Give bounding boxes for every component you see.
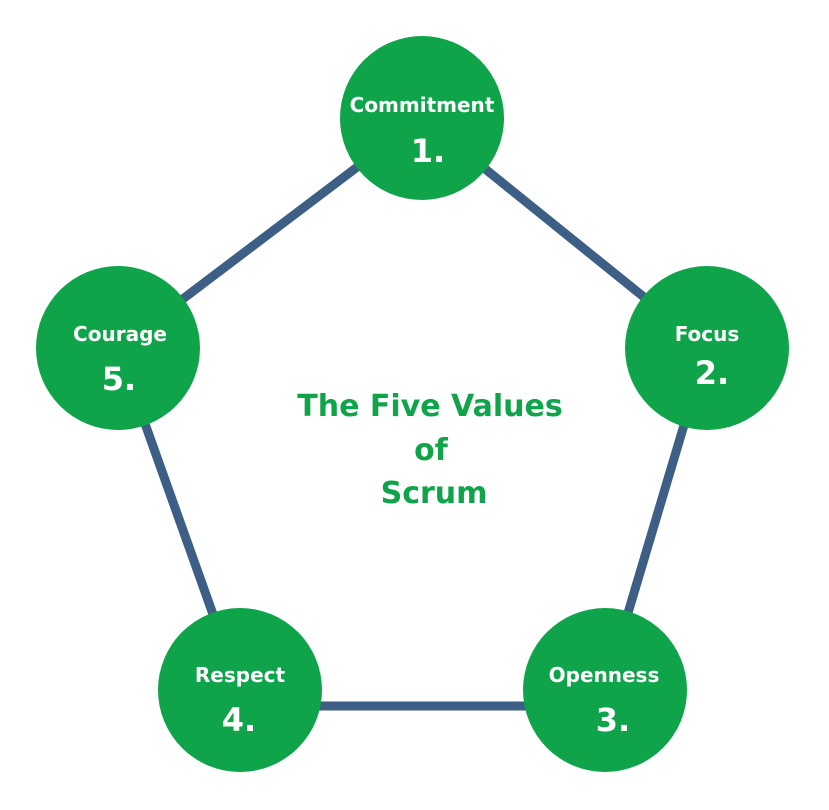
node-label: Openness bbox=[549, 663, 660, 687]
value-node-respect: Respect 4. bbox=[158, 608, 322, 772]
node-circle bbox=[340, 36, 504, 200]
title-line: Scrum bbox=[381, 476, 488, 511]
value-node-openness: Openness 3. bbox=[523, 608, 687, 772]
node-label: Respect bbox=[195, 663, 286, 687]
diagram-title: The Five Values of Scrum bbox=[297, 389, 562, 511]
title-line: The Five Values bbox=[297, 389, 562, 424]
node-circle bbox=[158, 608, 322, 772]
node-circle bbox=[625, 266, 789, 430]
node-number: 2. bbox=[695, 354, 729, 392]
value-node-commitment: Commitment 1. bbox=[340, 36, 504, 200]
node-circle bbox=[523, 608, 687, 772]
node-label: Courage bbox=[73, 322, 167, 346]
node-number: 3. bbox=[596, 701, 630, 739]
node-label: Focus bbox=[675, 322, 740, 346]
node-number: 5. bbox=[102, 360, 136, 398]
node-number: 1. bbox=[411, 132, 445, 170]
value-node-focus: Focus 2. bbox=[625, 266, 789, 430]
node-number: 4. bbox=[222, 701, 256, 739]
value-node-courage: Courage 5. bbox=[36, 266, 200, 430]
node-circle bbox=[36, 266, 200, 430]
node-label: Commitment bbox=[350, 93, 495, 117]
title-line: of bbox=[414, 433, 449, 468]
